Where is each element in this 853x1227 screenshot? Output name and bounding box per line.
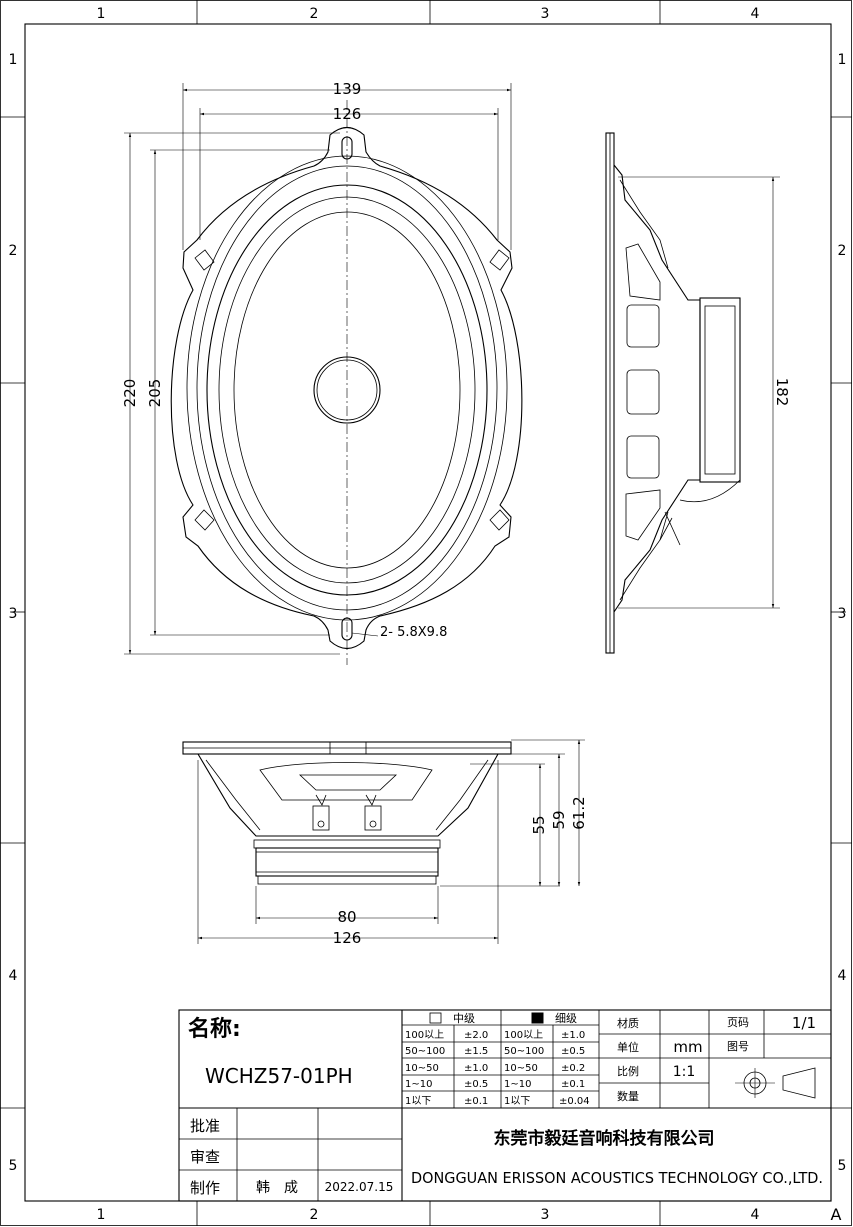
approve-label: 批准 xyxy=(190,1117,220,1135)
side-window-1 xyxy=(625,243,661,301)
row-label-left-5: 5 xyxy=(9,1158,18,1174)
tol-value-a-5: ±0.1 xyxy=(464,1096,488,1107)
col-label-bottom-1: 1 xyxy=(97,1207,106,1223)
bottom-basket xyxy=(197,753,499,837)
row-label-right-3: 3 xyxy=(838,606,847,622)
dim-inner-height: 205 xyxy=(146,379,164,408)
tol-range-b-5: 1以下 xyxy=(504,1096,530,1107)
dim-height-b: 59 xyxy=(550,810,568,829)
unit-value: mm xyxy=(673,1038,702,1056)
tol-value-a-4: ±0.5 xyxy=(464,1079,488,1090)
scale-label: 比例 xyxy=(617,1064,639,1078)
tol-range-a-3: 10~50 xyxy=(405,1063,439,1074)
row-label-left-1: 1 xyxy=(9,52,18,68)
front-slot-top-right xyxy=(489,249,510,271)
front-slot-bottom-left xyxy=(194,509,215,531)
front-slot-bottom-right xyxy=(489,509,510,531)
row-label-left-4: 4 xyxy=(9,968,18,984)
quantity-label: 数量 xyxy=(617,1090,639,1103)
tol-value-a-2: ±1.5 xyxy=(464,1046,488,1057)
fine-grade-label: 细级 xyxy=(555,1012,577,1025)
tol-range-a-5: 1以下 xyxy=(405,1096,431,1107)
col-label-bottom-3: 3 xyxy=(541,1207,550,1223)
dim-frame: 126 xyxy=(333,929,362,947)
hole-note: 2- 5.8X9.8 xyxy=(380,625,447,640)
company-name-cn: 东莞市毅廷音响科技有限公司 xyxy=(494,1128,715,1149)
dim-inner-width: 126 xyxy=(333,105,362,123)
tol-value-b-1: ±1.0 xyxy=(561,1030,585,1041)
side-dimensions: 182 xyxy=(618,176,791,609)
tol-range-a-1: 100以上 xyxy=(405,1029,444,1041)
page-label: 页码 xyxy=(727,1016,749,1029)
model-number: WCHZ57-01PH xyxy=(205,1064,353,1088)
col-label-top-1: 1 xyxy=(97,6,106,22)
dim-overall-width: 139 xyxy=(333,80,362,98)
title-block xyxy=(178,1009,832,1202)
drawing-date: 2022.07.15 xyxy=(325,1180,394,1194)
name-label: 名称: xyxy=(188,1016,241,1042)
col-label-bottom-2: 2 xyxy=(310,1207,319,1223)
row-label-right-5: 5 xyxy=(838,1158,847,1174)
tol-value-b-3: ±0.2 xyxy=(561,1063,585,1074)
unit-label: 单位 xyxy=(617,1040,639,1054)
tol-value-b-2: ±0.5 xyxy=(561,1046,585,1057)
make-label: 制作 xyxy=(190,1179,220,1197)
tol-value-a-1: ±2.0 xyxy=(464,1030,488,1041)
grid-labels: 1 2 3 4 1 2 3 4 1 2 3 4 5 1 2 3 4 5 A xyxy=(9,6,847,1224)
front-dimensions: 139 126 220 205 2- 5.8X9.8 xyxy=(121,80,512,655)
side-window-2 xyxy=(626,304,660,348)
bottom-terminal-left xyxy=(312,805,330,831)
projection-symbol-cone xyxy=(782,1067,816,1099)
col-label-top-4: 4 xyxy=(751,6,760,22)
row-label-left-2: 2 xyxy=(9,243,18,259)
tol-range-b-3: 10~50 xyxy=(504,1063,538,1074)
front-view xyxy=(170,100,523,665)
front-slot-top-left xyxy=(194,249,215,271)
col-label-bottom-4: 4 xyxy=(751,1207,760,1223)
tol-range-b-4: 1~10 xyxy=(504,1079,531,1090)
bottom-terminal-right xyxy=(364,805,382,831)
tol-range-b-1: 100以上 xyxy=(504,1029,543,1041)
side-window-3 xyxy=(626,369,660,415)
tol-value-a-3: ±1.0 xyxy=(464,1063,488,1074)
review-label: 审查 xyxy=(190,1148,220,1166)
tol-range-a-4: 1~10 xyxy=(405,1079,432,1090)
col-label-top-3: 3 xyxy=(541,6,550,22)
material-label: 材质 xyxy=(617,1016,639,1030)
row-label-left-3: 3 xyxy=(9,606,18,622)
scale-value: 1:1 xyxy=(673,1064,696,1080)
dim-overall-height: 220 xyxy=(121,379,139,408)
mid-grade-label: 中级 xyxy=(453,1012,475,1025)
company-name-en: DONGGUAN ERISSON ACOUSTICS TECHNOLOGY CO… xyxy=(411,1169,823,1187)
title-block-text: 名称: WCHZ57-01PH 中级 细级 100以上 ±2.0 100以上 ±… xyxy=(188,1012,823,1197)
corner-mark: A xyxy=(831,1205,842,1224)
side-window-4 xyxy=(626,435,660,479)
side-window-5 xyxy=(625,489,661,541)
row-label-right-4: 4 xyxy=(838,968,847,984)
tol-range-a-2: 50~100 xyxy=(405,1046,445,1057)
row-label-right-2: 2 xyxy=(838,243,847,259)
tol-value-b-5: ±0.04 xyxy=(559,1096,590,1107)
bottom-view xyxy=(182,741,512,885)
page-value: 1/1 xyxy=(792,1014,816,1032)
side-magnet xyxy=(699,297,741,483)
drawing-no-label: 图号 xyxy=(727,1040,749,1053)
tol-value-b-4: ±0.1 xyxy=(561,1079,585,1090)
dim-magnet: 80 xyxy=(337,908,356,926)
bottom-dimensions: 55 59 61.2 80 126 xyxy=(197,739,588,947)
dim-height-c: 61.2 xyxy=(570,796,588,829)
front-frame-outline xyxy=(170,126,523,650)
side-view xyxy=(605,132,741,654)
row-label-right-1: 1 xyxy=(838,52,847,68)
tol-range-b-2: 50~100 xyxy=(504,1046,544,1057)
dim-depth: 182 xyxy=(773,378,791,407)
maker-name: 韩 成 xyxy=(256,1180,298,1196)
dim-height-a: 55 xyxy=(530,815,548,834)
col-label-top-2: 2 xyxy=(310,6,319,22)
